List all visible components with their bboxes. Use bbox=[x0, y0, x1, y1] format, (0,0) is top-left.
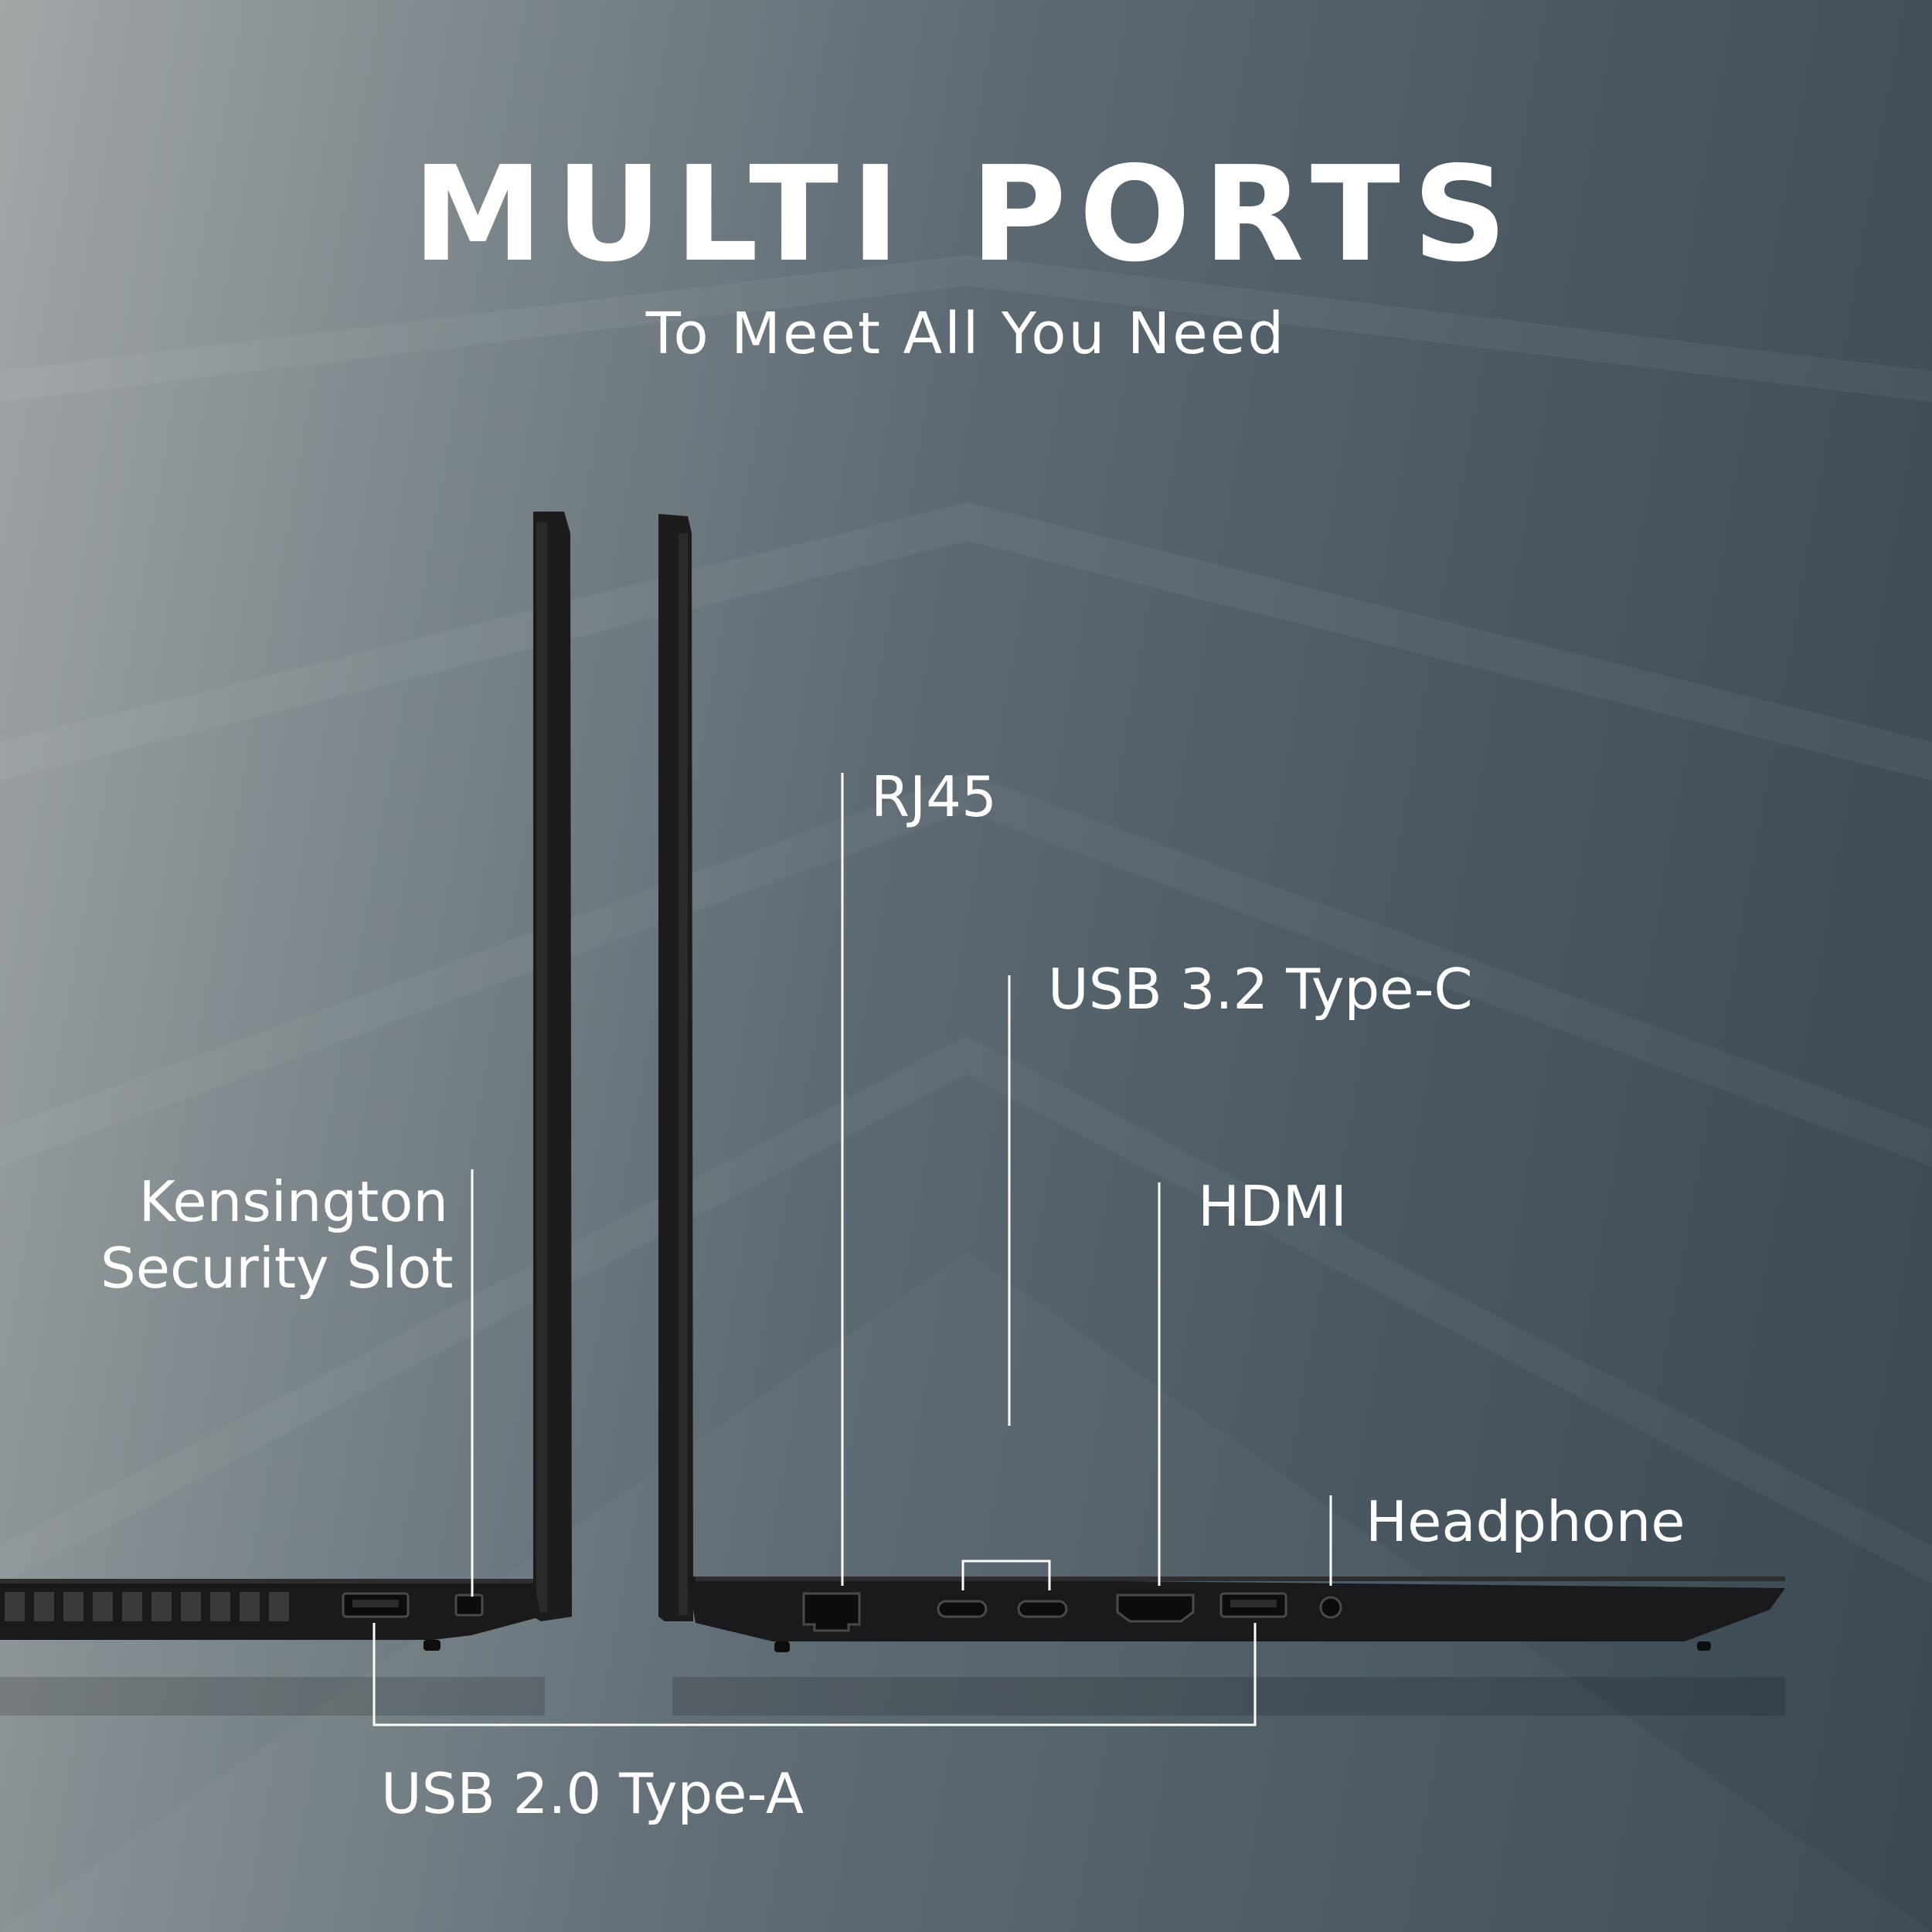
headphone-jack-icon bbox=[1319, 1596, 1342, 1619]
page-subtitle: To Meet All You Need bbox=[645, 301, 1287, 367]
kensington-label: Kensington Security Slot bbox=[100, 1168, 454, 1301]
usb-a-port-icon bbox=[342, 1592, 410, 1618]
kensington-label-line1: Kensington bbox=[138, 1169, 448, 1234]
usb-c-callout-bracket bbox=[961, 1560, 1051, 1590]
floor-reflection bbox=[0, 1677, 1785, 1716]
usb-a-callout-bracket bbox=[372, 1623, 1257, 1726]
usb-a-port-icon bbox=[1219, 1592, 1287, 1618]
vent-grille bbox=[5, 1592, 289, 1621]
laptop-right-side bbox=[658, 514, 1785, 1652]
kensington-label-line2: Security Slot bbox=[100, 1236, 454, 1301]
rj45-label: RJ45 bbox=[871, 764, 997, 829]
callout-lines bbox=[372, 773, 1332, 1726]
headphone-label: Headphone bbox=[1366, 1489, 1685, 1554]
usb-c-label: USB 3.2 Type-C bbox=[1048, 957, 1473, 1022]
hdmi-label: HDMI bbox=[1198, 1174, 1347, 1239]
rj45-port-icon bbox=[802, 1592, 861, 1632]
kensington-lock-icon bbox=[454, 1594, 484, 1617]
background-chevrons bbox=[0, 255, 1932, 1584]
usb-c-port-icon bbox=[937, 1600, 1068, 1618]
laptop-left-side bbox=[0, 512, 572, 1651]
usb-a-label: USB 2.0 Type-A bbox=[381, 1761, 804, 1826]
hdmi-port-icon bbox=[1116, 1594, 1195, 1623]
page-title: MULTI PORTS bbox=[412, 138, 1520, 291]
